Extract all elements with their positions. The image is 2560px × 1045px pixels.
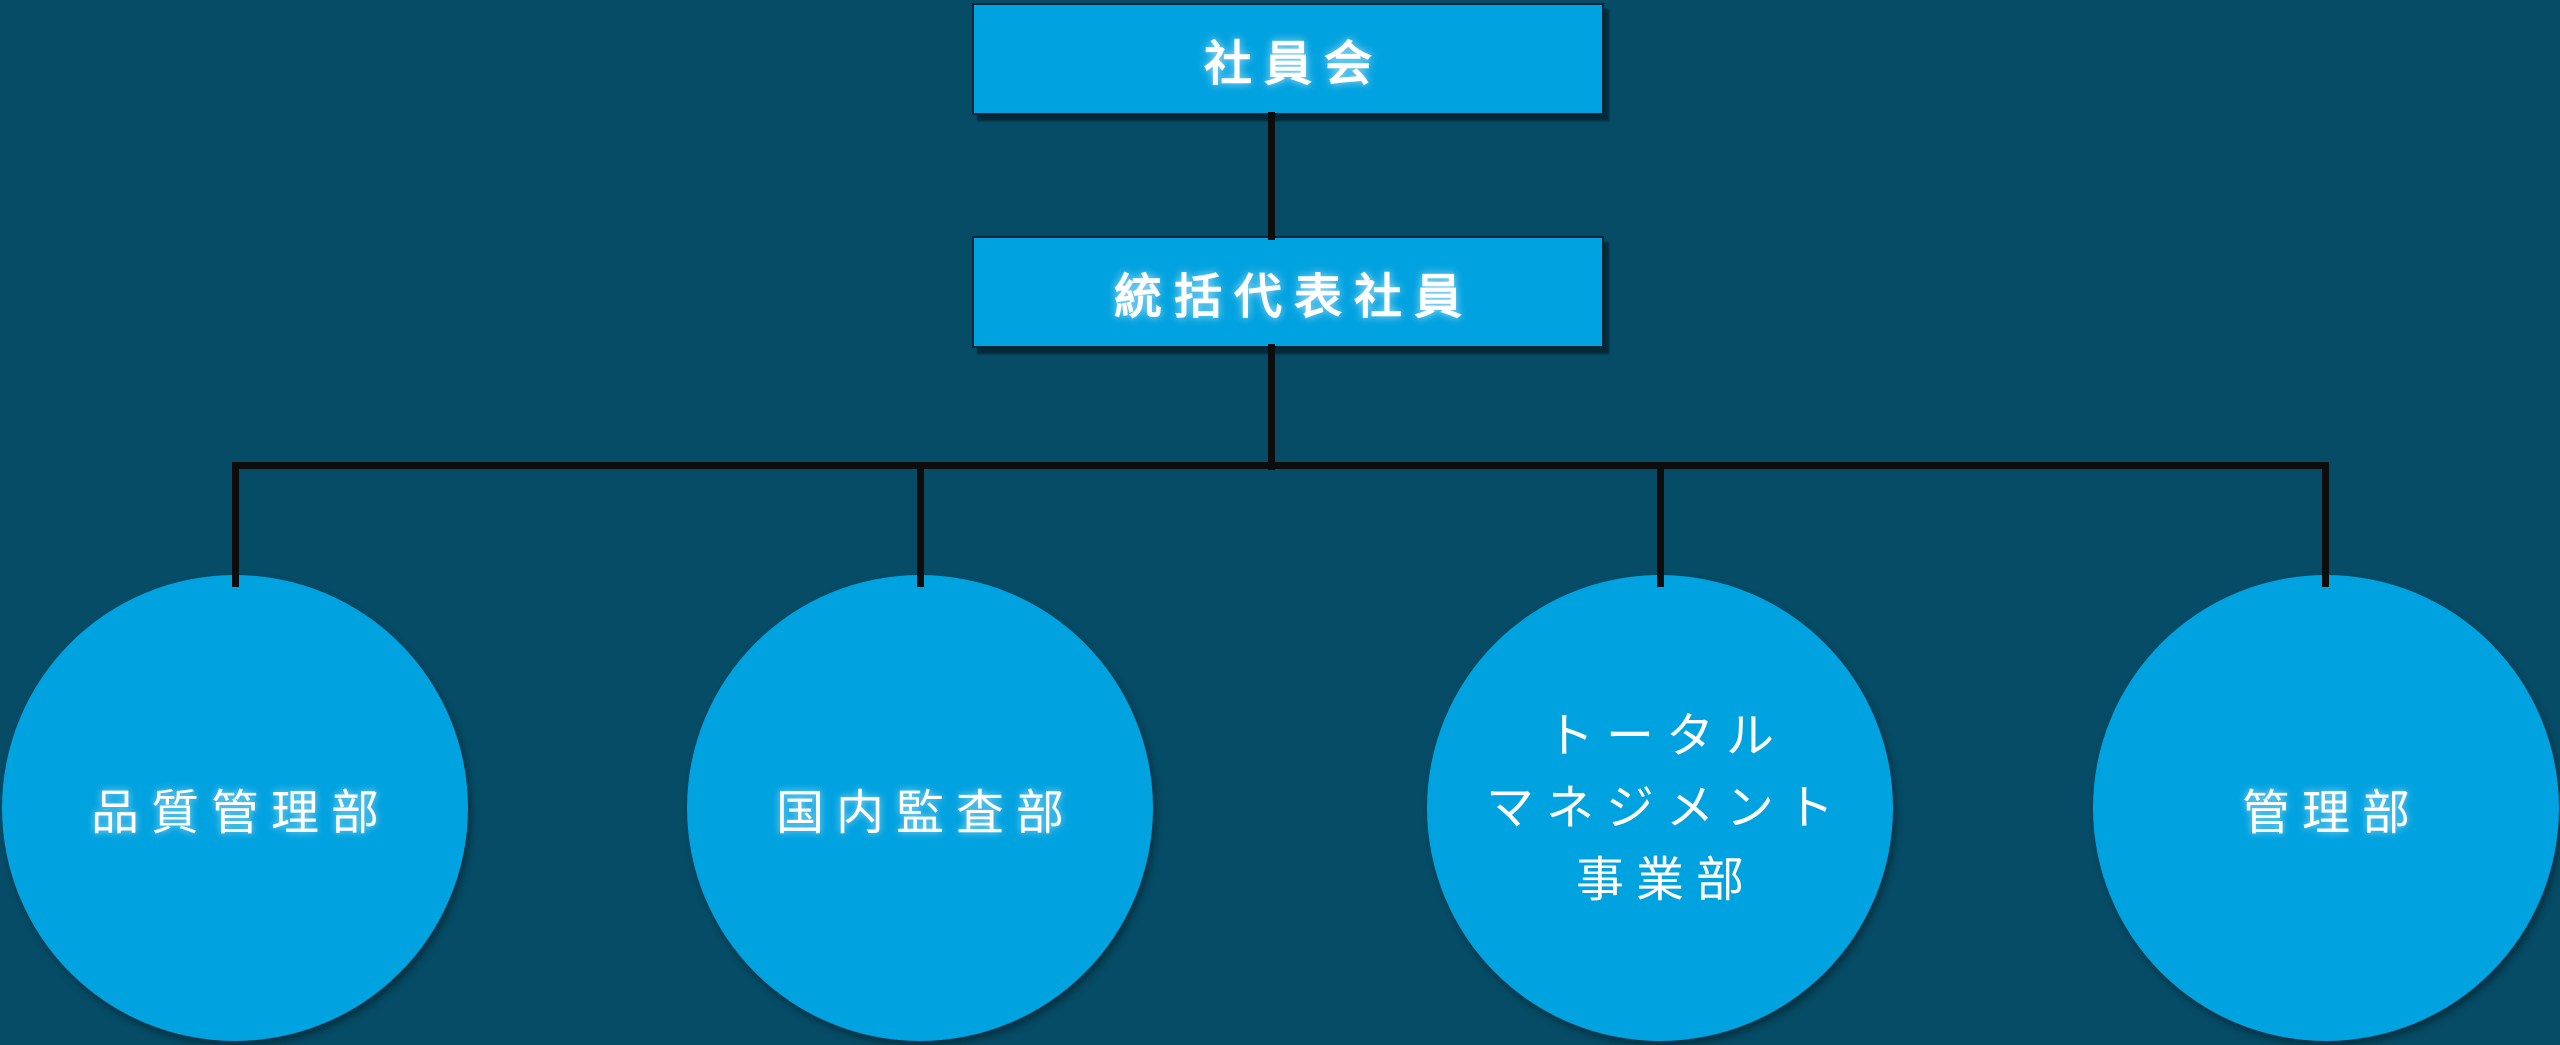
dept-label-total-management-line-1: トータル xyxy=(1545,708,1786,764)
root-node-employee-meeting: 社員会 xyxy=(972,3,1604,115)
dept-label-total-management-line-3: 事業部 xyxy=(1575,852,1756,908)
connector-root-to-level2 xyxy=(1268,112,1275,240)
connector-drop-administration xyxy=(2322,462,2329,587)
connector-bus-line xyxy=(232,462,2329,469)
dept-circle-quality-control: 品質管理部 xyxy=(2,575,468,1041)
dept-label-domestic-audit: 国内監査部 xyxy=(775,785,1076,841)
connector-level2-to-bus xyxy=(1268,344,1275,470)
dept-label-quality-control: 品質管理部 xyxy=(90,785,391,841)
dept-circle-administration: 管理部 xyxy=(2093,575,2559,1041)
dept-circle-domestic-audit: 国内監査部 xyxy=(687,575,1153,1041)
connector-drop-total-management xyxy=(1657,462,1664,587)
dept-label-administration: 管理部 xyxy=(2241,785,2422,841)
root-node-label: 社員会 xyxy=(1203,36,1384,92)
connector-drop-quality-control xyxy=(232,462,239,587)
connector-drop-domestic-audit xyxy=(917,462,924,587)
dept-label-total-management-line-2: マネジメント xyxy=(1485,780,1846,836)
level2-node-label: 統括代表社員 xyxy=(1113,269,1474,325)
level2-node-managing-representative: 統括代表社員 xyxy=(972,236,1604,348)
dept-circle-total-management: トータル マネジメント 事業部 xyxy=(1427,575,1893,1041)
